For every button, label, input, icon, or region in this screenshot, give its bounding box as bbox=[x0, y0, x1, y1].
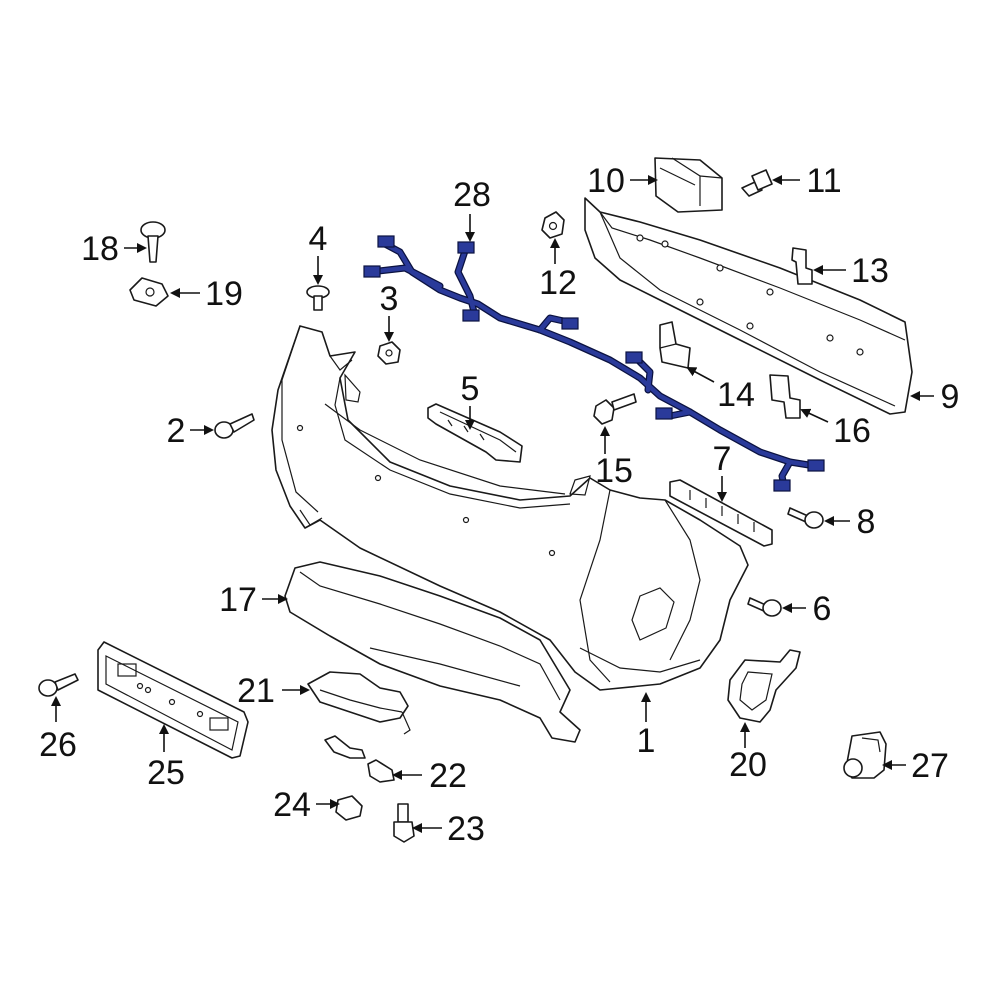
part-2-screw bbox=[214, 413, 255, 439]
callout-8: 8 bbox=[857, 503, 876, 541]
callout-23: 23 bbox=[447, 810, 485, 848]
callout-13: 13 bbox=[851, 252, 889, 290]
part-18-screw bbox=[140, 221, 166, 263]
callout-labels: 1 2 3 4 5 6 7 8 9 10 11 12 13 14 15 16 1… bbox=[39, 162, 959, 848]
callout-24: 24 bbox=[273, 786, 311, 824]
part-28-wiring-harness bbox=[363, 235, 825, 492]
harness-trunk bbox=[382, 241, 818, 469]
part-11-bolt bbox=[741, 169, 773, 197]
callout-11: 11 bbox=[806, 162, 841, 200]
callout-28: 28 bbox=[453, 176, 491, 214]
callout-15: 15 bbox=[595, 452, 633, 490]
part-4-push-pin bbox=[306, 285, 330, 311]
callout-6: 6 bbox=[813, 590, 832, 628]
part-20-reflector-bezel bbox=[727, 649, 801, 723]
part-13-clip bbox=[791, 247, 813, 285]
part-23-bolt bbox=[393, 803, 415, 843]
callout-17: 17 bbox=[219, 581, 257, 619]
part-16-bracket bbox=[769, 374, 801, 419]
callout-20: 20 bbox=[729, 746, 767, 784]
callout-7: 7 bbox=[713, 440, 732, 478]
callout-10: 10 bbox=[587, 162, 625, 200]
harness-connector bbox=[625, 351, 643, 364]
part-14-bracket bbox=[659, 321, 691, 369]
part-5-bracket bbox=[427, 403, 523, 463]
callout-26: 26 bbox=[39, 726, 77, 764]
callout-leaders bbox=[51, 175, 934, 833]
part-27-sensor bbox=[843, 731, 887, 779]
part-1-bumper-cover bbox=[271, 325, 749, 691]
callout-3: 3 bbox=[380, 280, 399, 318]
callout-12: 12 bbox=[539, 264, 577, 302]
harness-connector bbox=[773, 479, 791, 492]
part-21-bracket bbox=[307, 671, 411, 735]
harness-connector bbox=[462, 309, 480, 322]
callout-22: 22 bbox=[429, 757, 467, 795]
callout-1: 1 bbox=[637, 722, 656, 760]
part-6-screw bbox=[747, 597, 782, 617]
part-17-lower-diffuser bbox=[284, 561, 581, 743]
callout-19: 19 bbox=[205, 275, 243, 313]
harness-connector bbox=[363, 265, 381, 278]
part-15-bolt bbox=[593, 393, 637, 425]
part-19-clip-nut bbox=[129, 277, 169, 307]
callout-4: 4 bbox=[309, 220, 328, 258]
part-25-license-plate-bracket bbox=[97, 641, 249, 759]
part-24-nut bbox=[335, 795, 363, 821]
callout-18: 18 bbox=[81, 230, 119, 268]
callout-14: 14 bbox=[717, 376, 755, 414]
callout-27: 27 bbox=[911, 747, 949, 785]
harness-connector bbox=[377, 235, 395, 248]
callout-25: 25 bbox=[147, 754, 185, 792]
callout-21: 21 bbox=[237, 672, 275, 710]
part-7-strip bbox=[669, 479, 773, 547]
part-8-screw bbox=[787, 507, 824, 529]
harness-connector bbox=[655, 407, 673, 420]
part-9-energy-absorber bbox=[584, 197, 913, 415]
part-22-clips bbox=[324, 735, 395, 783]
callout-9: 9 bbox=[941, 378, 960, 416]
part-26-screw bbox=[38, 673, 79, 697]
part-3-clip bbox=[377, 341, 401, 365]
harness-connector bbox=[457, 241, 475, 254]
part-10-bracket bbox=[654, 157, 723, 213]
harness-connector bbox=[561, 317, 579, 330]
callout-2: 2 bbox=[167, 412, 186, 450]
callout-16: 16 bbox=[833, 412, 871, 450]
callout-5: 5 bbox=[461, 370, 480, 408]
harness-connector bbox=[807, 459, 825, 472]
part-12-nut bbox=[541, 211, 565, 239]
